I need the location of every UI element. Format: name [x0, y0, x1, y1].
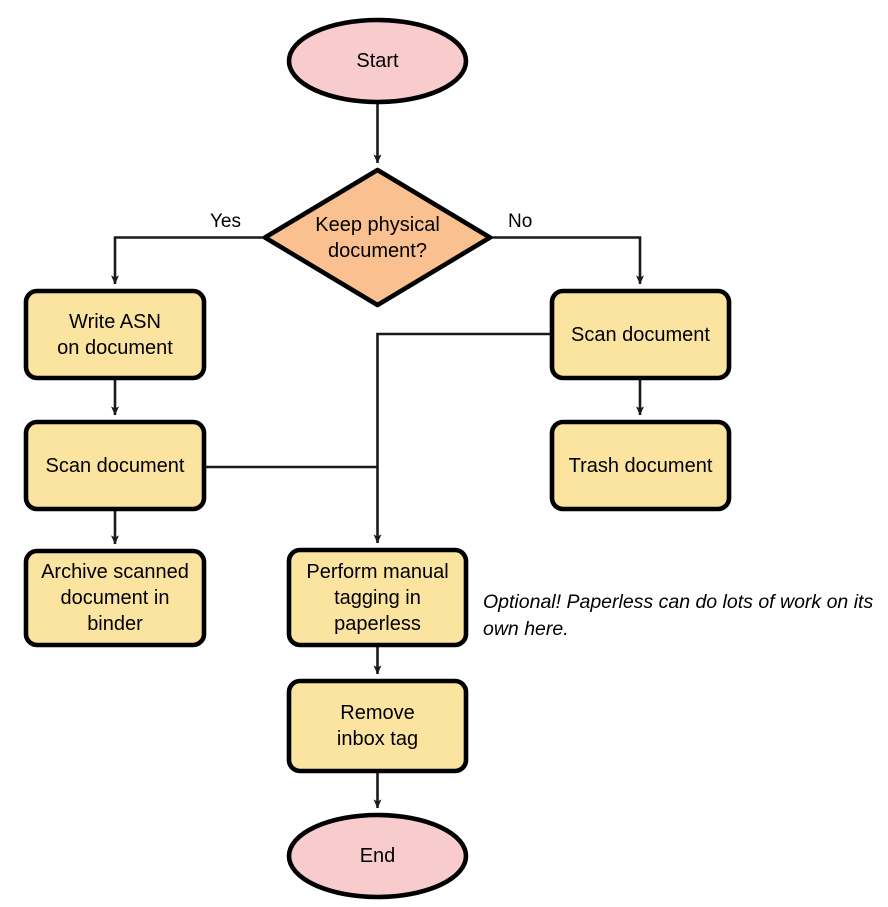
node-end[interactable]	[286, 812, 469, 900]
node-scan-document-right[interactable]	[549, 288, 732, 381]
edge-decision-yes	[111, 236, 265, 285]
node-write-asn[interactable]	[23, 288, 207, 381]
node-remove-inbox-tag[interactable]	[286, 678, 469, 774]
edge-label-no: No	[508, 211, 533, 232]
node-perform-manual-tagging[interactable]	[286, 547, 469, 648]
node-trash-document[interactable]	[549, 419, 732, 512]
optional-note: Optional! Paperless can do lots of work …	[483, 591, 874, 640]
edge-scan-right-to-tagging	[373, 332, 552, 544]
node-scan-document-left[interactable]	[23, 419, 207, 512]
node-start[interactable]	[286, 17, 469, 105]
node-decision-keep-physical[interactable]	[262, 167, 493, 308]
edge-decision-no	[490, 236, 644, 285]
node-archive-scanned[interactable]	[23, 548, 207, 648]
edge-label-yes: Yes	[210, 211, 241, 232]
